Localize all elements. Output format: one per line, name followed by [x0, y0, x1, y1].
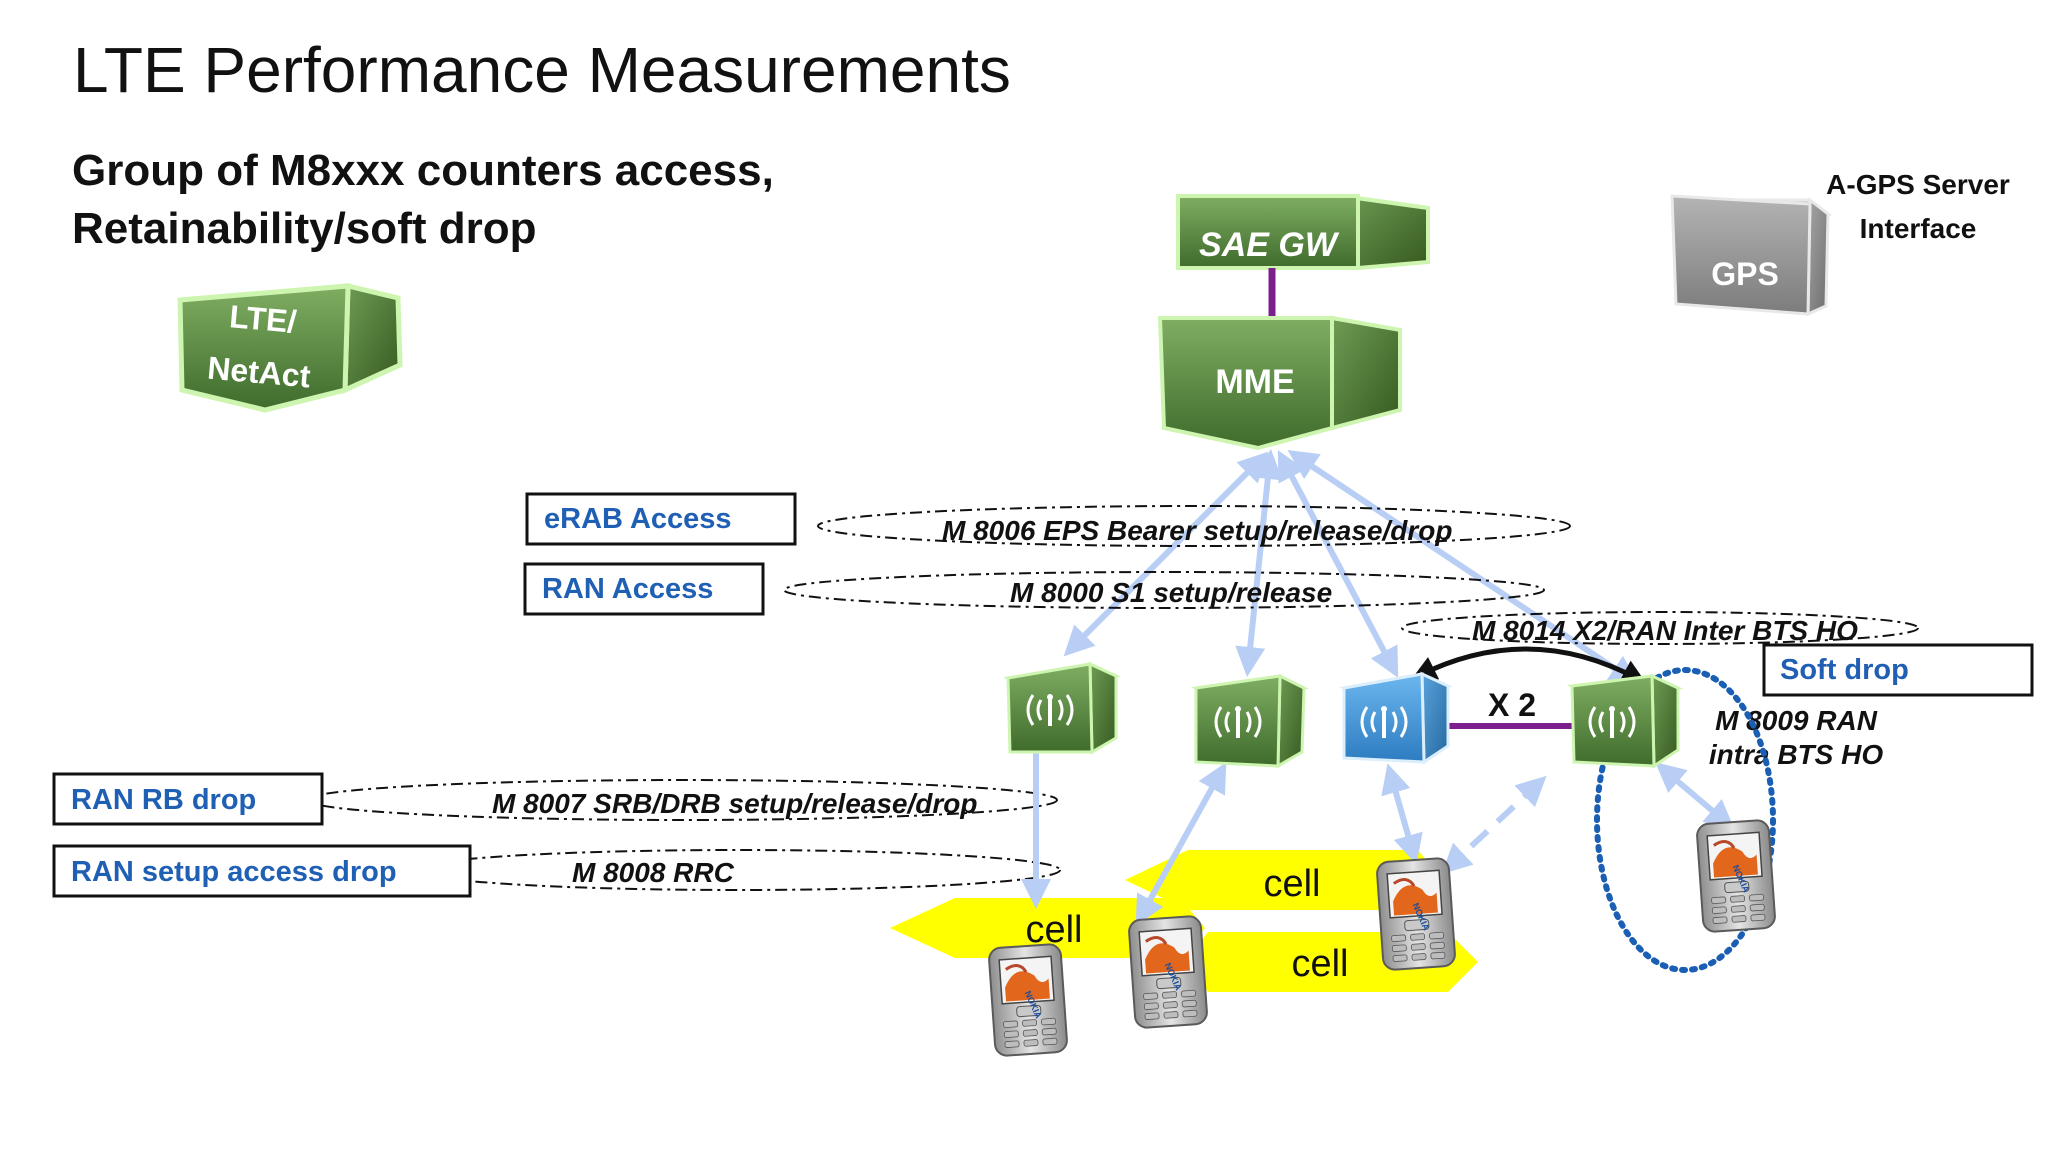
mobile-phone-icon: NOKIA: [1374, 856, 1458, 972]
ran-rb-drop-box: RAN RB drop: [52, 772, 324, 826]
m8014-ellipse: [1401, 611, 1919, 645]
mobile-phone-icon: NOKIA: [1694, 818, 1778, 934]
m8008-text: M 8008 RRC: [572, 857, 735, 888]
cell-label-1: cell: [1025, 909, 1082, 951]
ran-setup-access-drop-box: RAN setup access drop: [52, 844, 472, 898]
bts-2: [1191, 673, 1309, 769]
ran-access-label: RAN Access: [542, 573, 713, 605]
mobile-phone-icon: NOKIA: [1126, 914, 1210, 1030]
m8009-text-2: intra BTS HO: [1709, 739, 1883, 770]
inter-bts-ho-arrow: [1411, 646, 1647, 684]
m8006-text: M 8006 EPS Bearer setup/release/drop: [942, 515, 1452, 546]
erab-access-label: eRAB Access: [544, 503, 732, 535]
erab-access-box: eRAB Access: [525, 492, 797, 546]
bts-4: [1566, 673, 1684, 769]
bts-3-blue: [1339, 671, 1453, 765]
m8014-text: M 8014 X2/RAN Inter BTS HO: [1472, 615, 1858, 646]
s1-arrows: [1063, 449, 1640, 685]
subtitle-line-1: Group of M8xxx counters access,: [72, 146, 774, 195]
soft-drop-ellipse: [1594, 667, 1776, 973]
soft-drop-label: Soft drop: [1780, 654, 1909, 686]
sae-gw-node: SAE GW: [1176, 193, 1430, 271]
x2-label: X 2: [1488, 687, 1536, 723]
m8008-ellipse: [415, 849, 1061, 891]
m8000-ellipse: [783, 571, 1545, 609]
ran-rb-drop-label: RAN RB drop: [71, 784, 256, 816]
soft-drop-box: Soft drop: [1762, 643, 2034, 697]
mme-node: MME: [1157, 315, 1402, 451]
sae-gw-label: SAE GW: [1199, 226, 1340, 264]
cell-label-2: cell: [1263, 863, 1320, 905]
bts-1: [1002, 661, 1122, 755]
gps-node: GPS: [1670, 194, 1833, 317]
netact-node: LTE/ NetAct: [177, 282, 403, 413]
mobile-phone-icon: NOKIA: [986, 942, 1070, 1058]
page-title: LTE Performance Measurements: [73, 34, 1011, 106]
agps-label-1: A-GPS Server: [1826, 169, 2010, 200]
m8000-text: M 8000 S1 setup/release: [1010, 577, 1332, 608]
m8006-ellipse: [817, 505, 1571, 547]
subtitle-line-2: Retainability/soft drop: [72, 204, 536, 253]
ran-access-box: RAN Access: [523, 562, 765, 616]
cell-area-1: cell: [890, 898, 1205, 958]
gps-label: GPS: [1711, 256, 1779, 292]
cell-label-3: cell: [1291, 943, 1348, 985]
ran-setup-access-drop-label: RAN setup access drop: [71, 856, 397, 888]
netact-label-2: NetAct: [206, 350, 312, 395]
m8007-text: M 8007 SRB/DRB setup/release/drop: [492, 788, 978, 819]
agps-label-2: Interface: [1860, 213, 1977, 244]
netact-label-1: LTE/: [228, 298, 298, 340]
m8009-text-1: M 8009 RAN: [1715, 705, 1878, 736]
mme-label: MME: [1215, 363, 1294, 401]
